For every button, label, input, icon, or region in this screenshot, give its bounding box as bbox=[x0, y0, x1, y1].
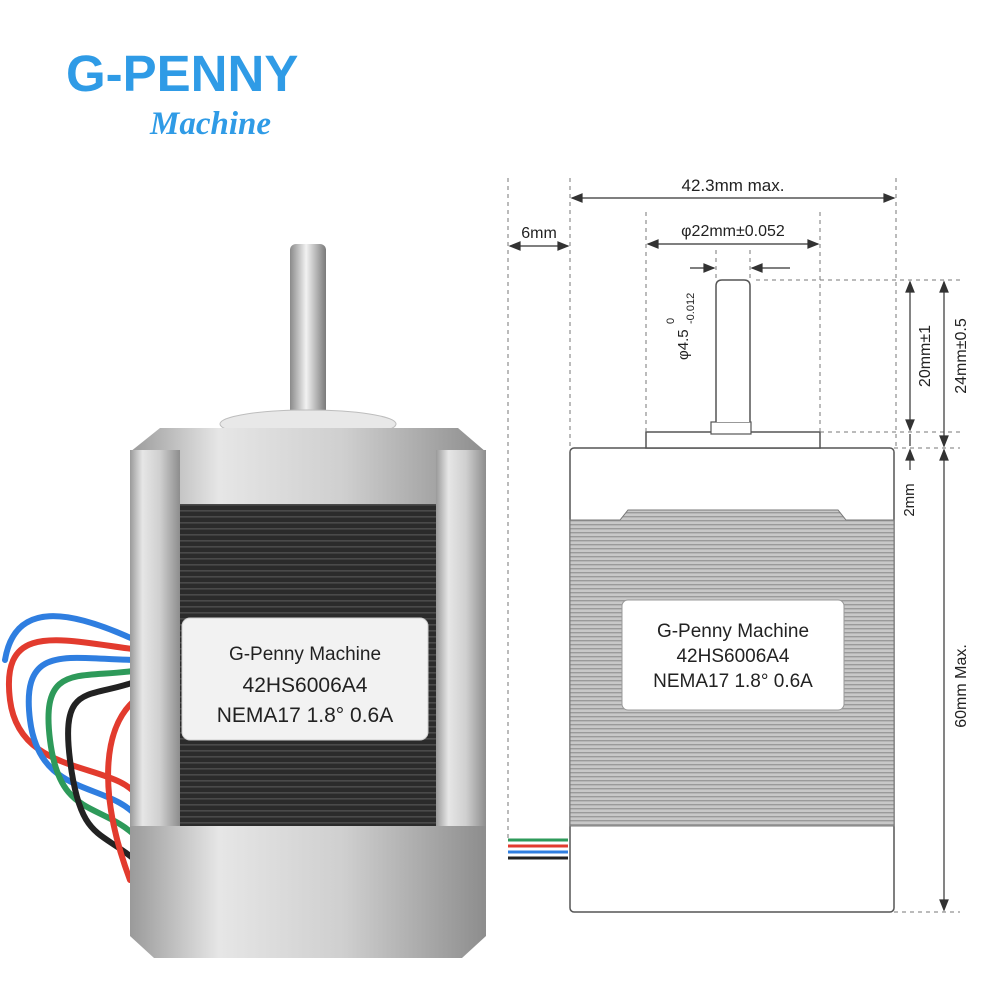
motor-shaft bbox=[290, 244, 326, 420]
drawing-wires bbox=[508, 838, 568, 860]
photo-label-line2: 42HS6006A4 bbox=[243, 674, 368, 697]
dim-boss-diameter: φ22mm±0.052 bbox=[681, 223, 785, 240]
photo-label-line1: G-Penny Machine bbox=[229, 644, 381, 665]
dim-width: 42.3mm max. bbox=[682, 176, 785, 195]
dim-shaft-length: 20mm±1 bbox=[917, 325, 934, 387]
motor-wires bbox=[2, 613, 143, 883]
dim-shaft-tol-upper: 0 bbox=[665, 318, 677, 324]
motor-rear-cap bbox=[130, 826, 486, 958]
drawing-label-line1: G-Penny Machine bbox=[657, 621, 809, 642]
motor-front-cap bbox=[130, 428, 486, 520]
motor-photo: G-Penny Machine 42HS6006A4 NEMA17 1.8° 0… bbox=[2, 244, 486, 958]
photo-label-line3: NEMA17 1.8° 0.6A bbox=[217, 704, 394, 727]
motor-label-sticker bbox=[181, 617, 429, 741]
dim-body-length: 60mm Max. bbox=[953, 644, 970, 728]
dim-shaft-total: 24mm±0.5 bbox=[953, 318, 970, 394]
drawing-label-sticker bbox=[621, 599, 845, 711]
drawing-shaft bbox=[715, 279, 751, 422]
dim-shaft-tol-lower: -0.012 bbox=[685, 293, 697, 324]
drawing-label-line2: 42HS6006A4 bbox=[676, 646, 789, 667]
dim-flange-offset: 6mm bbox=[521, 225, 557, 242]
dim-boss-height: 2mm bbox=[901, 483, 918, 516]
dim-shaft-diameter: φ4.5 bbox=[675, 329, 692, 360]
technical-drawing: G-Penny Machine 42HS6006A4 NEMA17 1.8° 0… bbox=[507, 176, 970, 913]
brand-logo-title: G-PENNY bbox=[66, 45, 299, 102]
drawing-label-line3: NEMA17 1.8° 0.6A bbox=[653, 671, 813, 692]
brand-logo-tagline: Machine bbox=[150, 106, 272, 142]
